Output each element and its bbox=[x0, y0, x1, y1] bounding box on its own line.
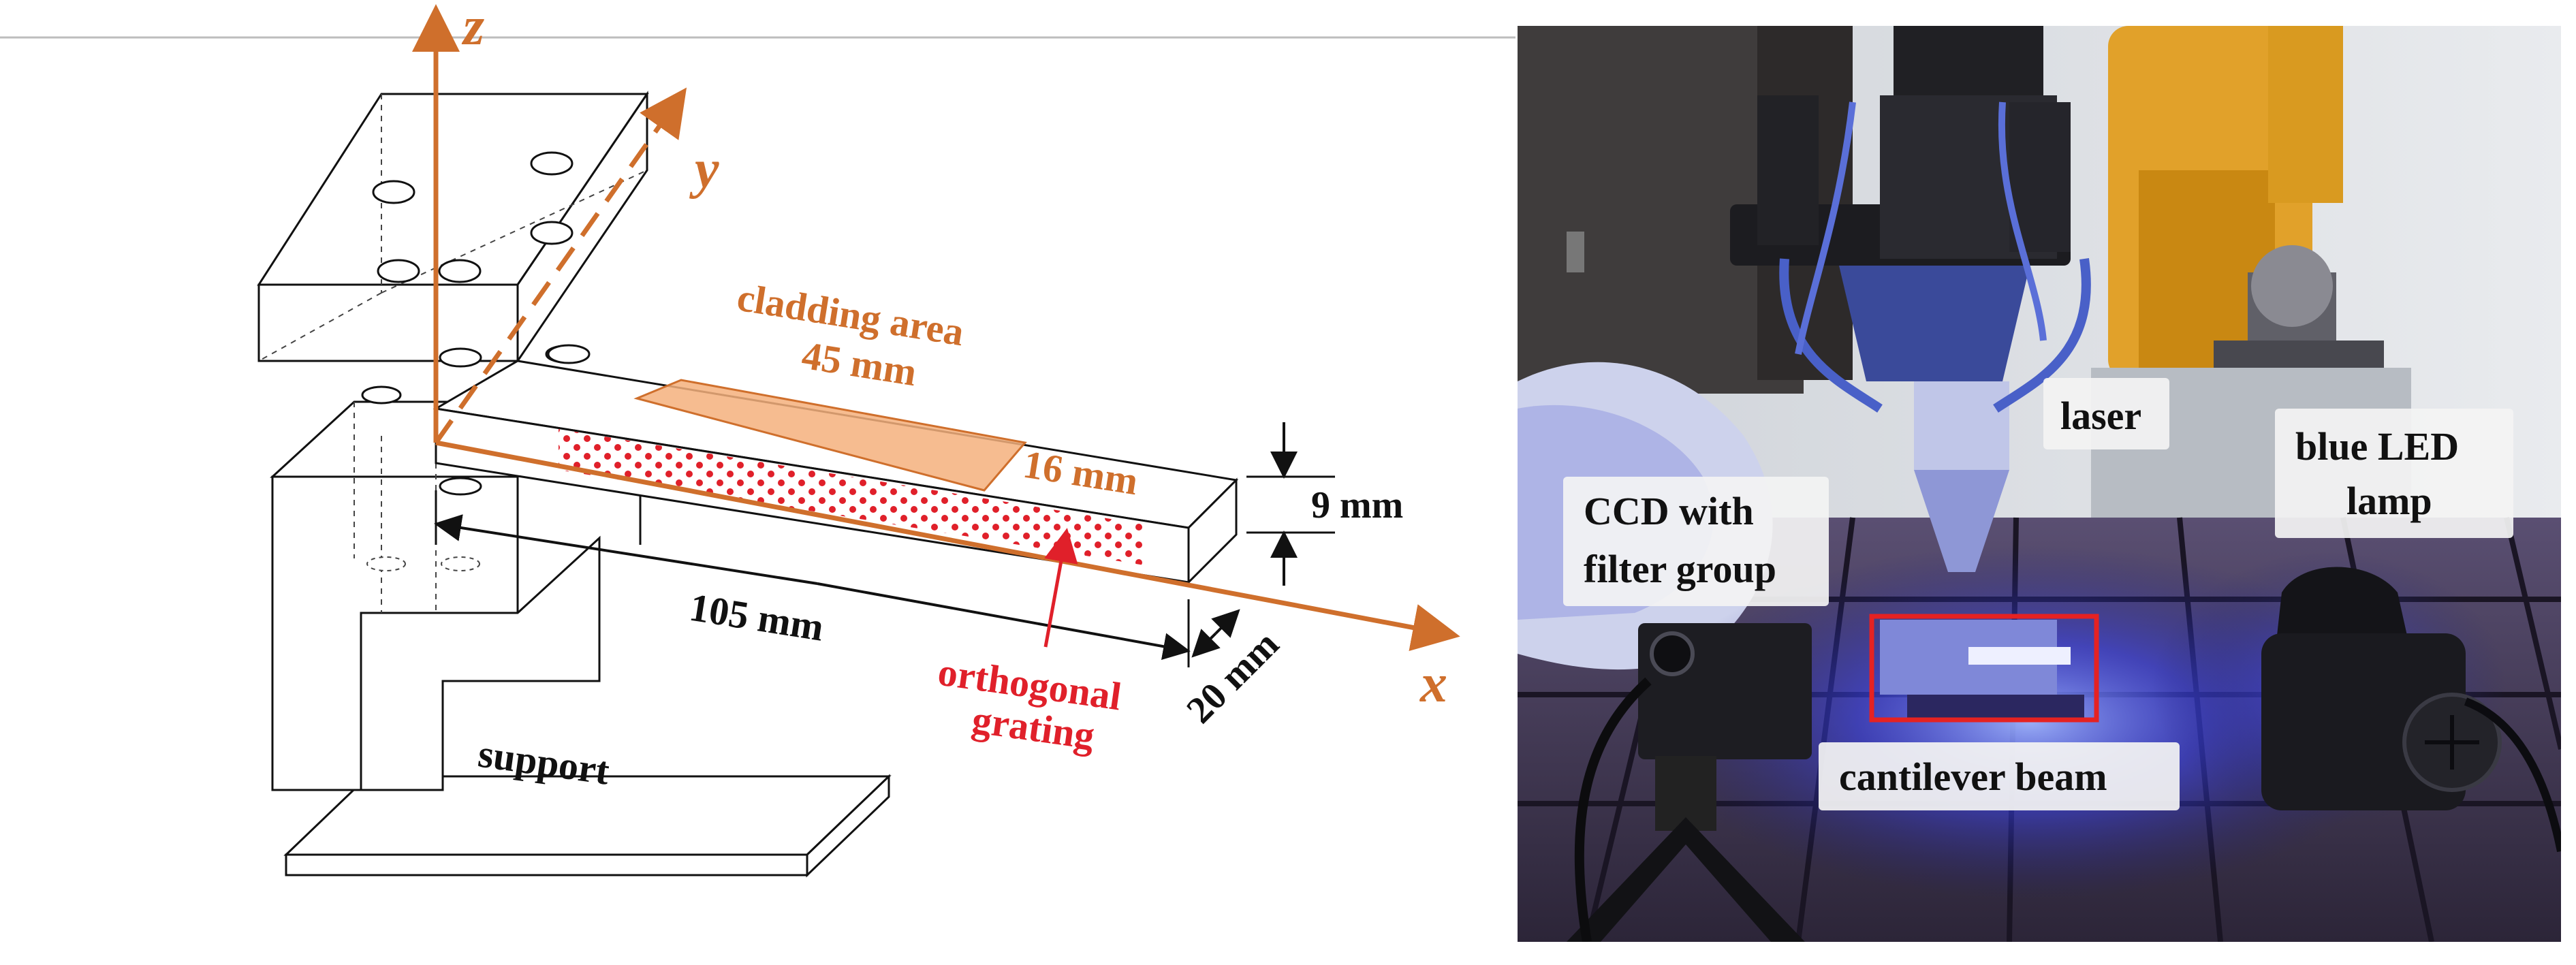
grating-pointer-arrow bbox=[1043, 528, 1078, 648]
thickness-label: 9 mm bbox=[1311, 484, 1403, 526]
clamp-hole bbox=[372, 180, 415, 204]
support-hole bbox=[441, 556, 480, 571]
width-20-label: 20 mm bbox=[1178, 623, 1287, 731]
clamp-hole bbox=[530, 151, 574, 176]
ccd-camera bbox=[1567, 623, 1812, 942]
experiment-photo: laser blue LED lamp CCD with filter grou… bbox=[1518, 26, 2561, 942]
clamp-hole bbox=[547, 344, 591, 364]
schematic-diagram: z y x cladding area 45 mm 16 mm 9 mm 105… bbox=[257, 0, 1460, 878]
cladding-area-patch bbox=[633, 379, 1027, 492]
dim-width-arrow-a bbox=[1191, 629, 1221, 658]
y-axis-label: y bbox=[689, 140, 719, 200]
y-axis bbox=[434, 87, 687, 445]
led-tag-bg bbox=[2275, 409, 2513, 538]
dim-length-arrow-left bbox=[434, 514, 818, 585]
led-tag-line2: lamp bbox=[2346, 479, 2432, 523]
laser-head bbox=[1730, 26, 2091, 572]
clamp-hole bbox=[439, 347, 482, 368]
z-axis-label: z bbox=[461, 0, 484, 57]
length-label: 105 mm bbox=[687, 585, 827, 650]
support-base bbox=[283, 774, 892, 878]
ccd-tag-bg bbox=[1563, 477, 1829, 606]
beam-tag: cantilever beam bbox=[1839, 755, 2107, 799]
support-hole bbox=[366, 556, 406, 571]
clamp-hole bbox=[530, 221, 574, 245]
laser-tag: laser bbox=[2060, 394, 2141, 438]
clamp-hole bbox=[438, 259, 482, 283]
led-lamp bbox=[2152, 552, 2561, 853]
ccd-tag-line2: filter group bbox=[1584, 547, 1776, 591]
led-tag-line1: blue LED bbox=[2295, 424, 2459, 469]
clamp-hole bbox=[377, 259, 420, 283]
orthogonal-grating-area bbox=[559, 429, 1144, 565]
beam-tag-bg bbox=[1819, 742, 2180, 810]
laser-tag-bg bbox=[2043, 378, 2169, 449]
photo-cantilever bbox=[1880, 620, 2084, 718]
x-axis-label: x bbox=[1419, 654, 1447, 714]
dim-width-arrow-b bbox=[1211, 609, 1240, 638]
dim-length-arrow-right bbox=[817, 582, 1191, 660]
ccd-tag-line1: CCD with bbox=[1584, 489, 1754, 533]
cantilever-highlight-box bbox=[1869, 614, 2099, 723]
support-hole bbox=[439, 477, 482, 496]
x-axis bbox=[435, 440, 1460, 651]
support-hole bbox=[361, 385, 402, 405]
